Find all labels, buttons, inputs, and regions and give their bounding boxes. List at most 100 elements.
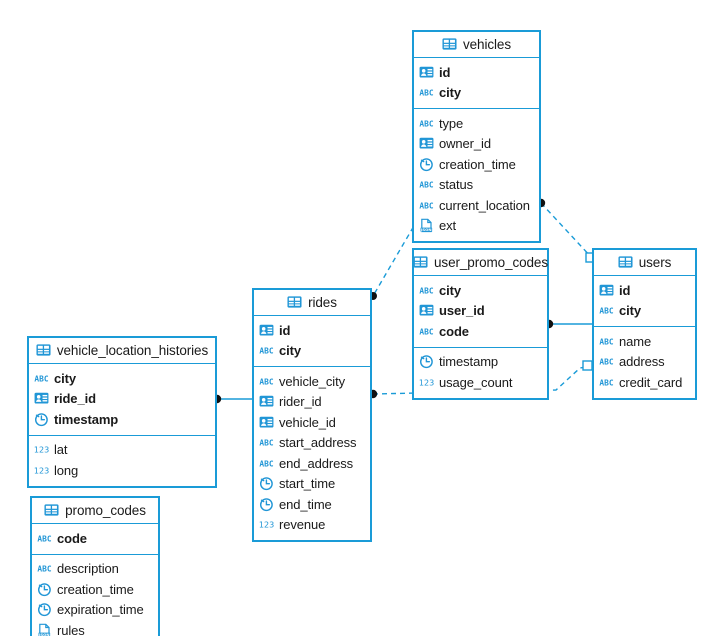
field-name: long — [54, 462, 79, 478]
field-row[interactable]: rider_id — [254, 392, 370, 413]
field-row[interactable]: timestamp — [29, 409, 215, 430]
table-header[interactable]: promo_codes — [32, 498, 158, 524]
table-title: rides — [308, 295, 337, 310]
table-header[interactable]: vehicle_location_histories — [29, 338, 215, 364]
key-id-icon — [34, 391, 49, 406]
field-name: credit_card — [619, 374, 683, 390]
field-row[interactable]: user_id — [414, 301, 547, 322]
field-row[interactable]: owner_id — [414, 134, 539, 155]
field-row[interactable]: creation_time — [414, 154, 539, 175]
field-row[interactable]: start_time — [254, 474, 370, 495]
field-row[interactable]: ABC vehicle_city — [254, 371, 370, 392]
svg-text:ABC: ABC — [419, 327, 433, 336]
abc-icon: ABC — [37, 561, 52, 576]
field-name: vehicle_city — [279, 373, 345, 389]
key-id-icon — [419, 65, 434, 80]
table-header[interactable]: rides — [254, 290, 370, 316]
table-header[interactable]: user_promo_codes — [413, 250, 548, 276]
svg-text:ABC: ABC — [259, 377, 273, 386]
abc-icon: ABC — [419, 198, 434, 213]
field-name: revenue — [279, 517, 326, 533]
svg-text:123: 123 — [259, 521, 274, 530]
field-name: end_time — [279, 496, 332, 512]
field-name: creation_time — [57, 581, 134, 597]
field-name: id — [279, 322, 291, 338]
field-row[interactable]: id — [254, 320, 370, 341]
field-row[interactable]: end_time — [254, 494, 370, 515]
field-row[interactable]: 123 long — [29, 460, 215, 481]
abc-icon: ABC — [599, 334, 614, 349]
field-name: status — [439, 177, 474, 193]
table-title: promo_codes — [65, 503, 146, 518]
svg-text:ABC: ABC — [259, 459, 273, 468]
field-row[interactable]: timestamp — [414, 352, 547, 373]
field-row[interactable]: ABC code — [414, 321, 547, 342]
field-row[interactable]: id — [414, 62, 539, 83]
field-name: usage_count — [439, 374, 513, 390]
table-header[interactable]: users — [594, 250, 695, 276]
clock-icon — [419, 157, 434, 172]
field-name: name — [619, 333, 652, 349]
clock-icon — [34, 412, 49, 427]
key-id-icon — [259, 394, 274, 409]
field-name: code — [439, 323, 469, 339]
field-row[interactable]: id — [594, 280, 695, 301]
field-name: id — [619, 282, 631, 298]
abc-icon: ABC — [259, 343, 274, 358]
field-row[interactable]: expiration_time — [32, 600, 158, 621]
field-row[interactable]: ABC city — [254, 341, 370, 362]
svg-text:123: 123 — [34, 466, 49, 475]
field-name: start_time — [279, 476, 336, 492]
clock-icon — [259, 476, 274, 491]
field-row[interactable]: vehicle_id — [254, 412, 370, 433]
field-row[interactable]: ride_id — [29, 389, 215, 410]
field-name: city — [619, 303, 642, 319]
field-name: start_address — [279, 435, 357, 451]
field-name: city — [279, 343, 302, 359]
abc-icon: ABC — [259, 374, 274, 389]
table-title: vehicles — [463, 37, 511, 52]
svg-text:ABC: ABC — [419, 119, 433, 128]
abc-icon: ABC — [419, 116, 434, 131]
field-row[interactable]: ABC name — [594, 331, 695, 352]
field-row[interactable]: creation_time — [32, 579, 158, 600]
abc-icon: ABC — [34, 371, 49, 386]
field-name: expiration_time — [57, 602, 144, 618]
table-header[interactable]: vehicles — [414, 32, 539, 58]
svg-text:ABC: ABC — [599, 358, 613, 367]
field-row[interactable]: 123 revenue — [254, 515, 370, 536]
clock-icon — [259, 497, 274, 512]
field-name: timestamp — [439, 354, 499, 370]
table-title: vehicle_location_histories — [56, 343, 209, 358]
